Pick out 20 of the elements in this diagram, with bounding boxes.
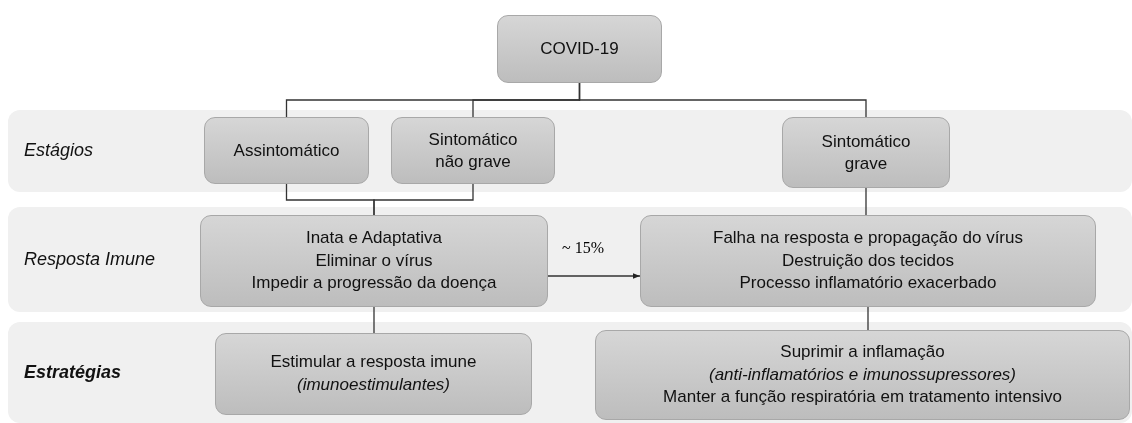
- process-box: Sintomático não grave: [391, 117, 555, 184]
- process-box: Inata e Adaptativa Eliminar o vírus Impedir a progressão da doença: [200, 215, 548, 307]
- process-box: Suprimir a inflamação (anti-inflamatórios e imunossupressores) Manter a função respiratória em tratamento intensivo: [595, 330, 1130, 420]
- process-box: Assintomático: [204, 117, 369, 184]
- row-heading: Estratégias: [24, 361, 122, 383]
- connector-line: [867, 306, 869, 331]
- row-band: [8, 110, 1132, 192]
- row-band: [8, 322, 1132, 423]
- process-box: COVID-19: [497, 15, 662, 83]
- row-band: [8, 207, 1132, 312]
- connector-line: [865, 187, 867, 216]
- process-box: Falha na resposta e propagação do vírus Destruição dos tecidos Processo inflamatório exacerbado: [640, 215, 1096, 307]
- connector-line: [373, 183, 474, 216]
- process-box: Sintomático grave: [782, 117, 950, 188]
- process-box: Estimular a resposta imune (imunoestimulantes): [215, 333, 532, 415]
- row-heading: Estágios: [24, 140, 94, 161]
- row-heading: Resposta Imune: [24, 248, 156, 270]
- connector-line: [373, 306, 375, 334]
- arrow: [547, 273, 641, 279]
- connector-line: [578, 82, 867, 118]
